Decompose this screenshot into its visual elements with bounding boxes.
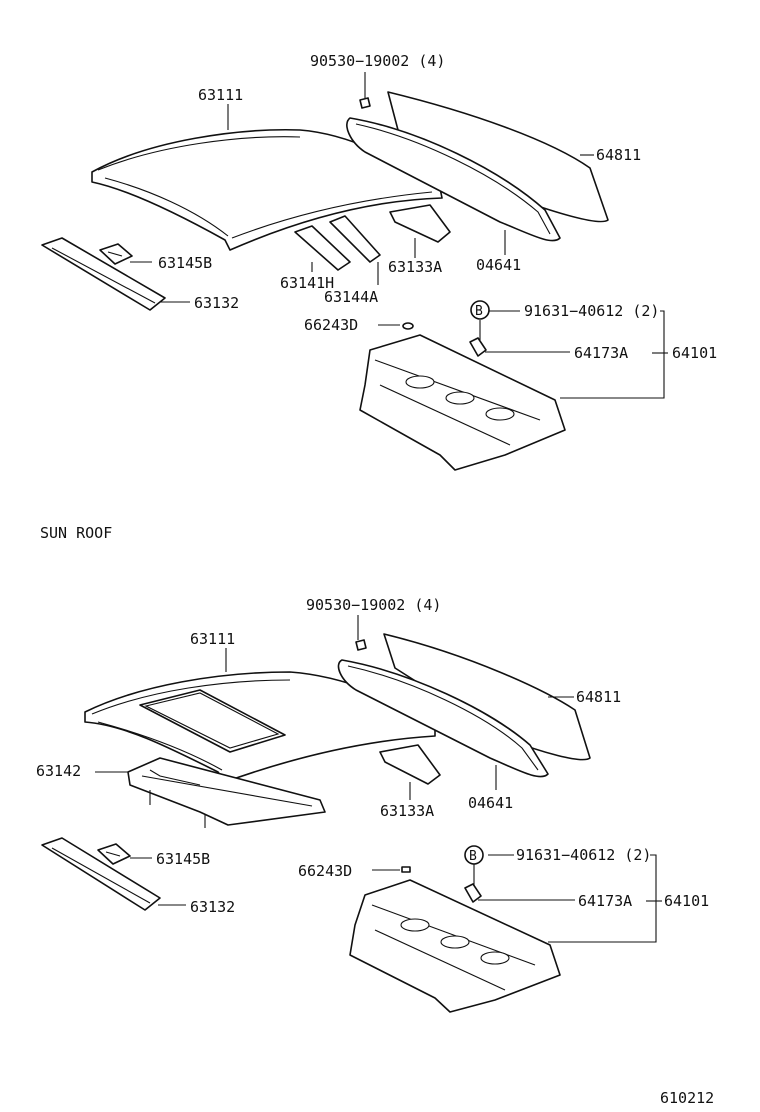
label-63142-sunroof: 63142 bbox=[36, 762, 81, 780]
rear-shelf-panel-top bbox=[359, 334, 566, 471]
leader-lines-bottom bbox=[95, 615, 657, 943]
bracket-64173a-top bbox=[469, 337, 487, 357]
front-header-63132-top bbox=[41, 237, 166, 311]
back-window-seal-sunroof bbox=[337, 659, 549, 778]
label-91631-sunroof: 91631−40612 (2) bbox=[516, 846, 651, 864]
label-b-sunroof: B bbox=[469, 849, 477, 864]
label-64173a-sunroof: 64173A bbox=[578, 892, 632, 910]
plug-66243d-top bbox=[402, 322, 414, 330]
label-90530-top: 90530−19002 (4) bbox=[310, 52, 445, 70]
roof-bow-63144a-top bbox=[329, 215, 381, 263]
back-window-seal-top bbox=[346, 117, 561, 242]
clip-90530-top bbox=[359, 97, 371, 109]
clip-90530-sunroof bbox=[355, 639, 367, 651]
label-91631-top: 91631−40612 (2) bbox=[524, 302, 659, 320]
label-64101-top: 64101 bbox=[672, 344, 717, 362]
label-64101-sunroof: 64101 bbox=[664, 892, 709, 910]
bracket-64173a-sunroof bbox=[464, 883, 482, 903]
leader-lines-top bbox=[130, 72, 665, 399]
back-window-glass-top bbox=[387, 91, 609, 223]
label-63133a-sunroof: 63133A bbox=[380, 802, 434, 820]
grommet-63145b-top bbox=[99, 243, 133, 265]
label-63132-sunroof: 63132 bbox=[190, 898, 235, 916]
label-66243d-top: 66243D bbox=[304, 316, 358, 334]
front-header-63132-sunroof bbox=[41, 837, 161, 911]
label-b-top: B bbox=[475, 304, 483, 319]
rear-shelf-panel-sunroof bbox=[349, 879, 561, 1013]
rear-header-63133a-sunroof bbox=[379, 744, 441, 785]
grommet-63145b-sunroof bbox=[97, 843, 131, 865]
label-63133a-top: 63133A bbox=[388, 258, 442, 276]
label-63144a-top: 63144A bbox=[324, 288, 378, 306]
sunroof-reinforcement-63142 bbox=[127, 757, 326, 828]
roof-bow-63141h-top bbox=[294, 225, 351, 271]
sunroof-opening bbox=[139, 689, 286, 753]
label-63132-top: 63132 bbox=[194, 294, 239, 312]
label-64811-sunroof: 64811 bbox=[576, 688, 621, 706]
label-63145b-top: 63145B bbox=[158, 254, 212, 272]
label-66243d-sunroof: 66243D bbox=[298, 862, 352, 880]
label-64173a-top: 64173A bbox=[574, 344, 628, 362]
label-90530-sunroof: 90530−19002 (4) bbox=[306, 596, 441, 614]
label-63145b-sunroof: 63145B bbox=[156, 850, 210, 868]
figure-code: 610212 bbox=[660, 1089, 714, 1107]
callout-b-circle-top bbox=[470, 300, 490, 320]
label-04641-top: 04641 bbox=[476, 256, 521, 274]
callout-b-circle-sunroof bbox=[464, 845, 484, 865]
label-63141h-top: 63141H bbox=[280, 274, 334, 292]
label-04641-sunroof: 04641 bbox=[468, 794, 513, 812]
section-title: SUN ROOF bbox=[40, 524, 112, 542]
label-63111-sunroof: 63111 bbox=[190, 630, 235, 648]
roof-panel-top bbox=[91, 128, 443, 251]
label-63111-top: 63111 bbox=[198, 86, 243, 104]
rear-header-63133a-top bbox=[389, 204, 451, 243]
plug-66243d-sunroof bbox=[401, 866, 411, 873]
label-64811-top: 64811 bbox=[596, 146, 641, 164]
